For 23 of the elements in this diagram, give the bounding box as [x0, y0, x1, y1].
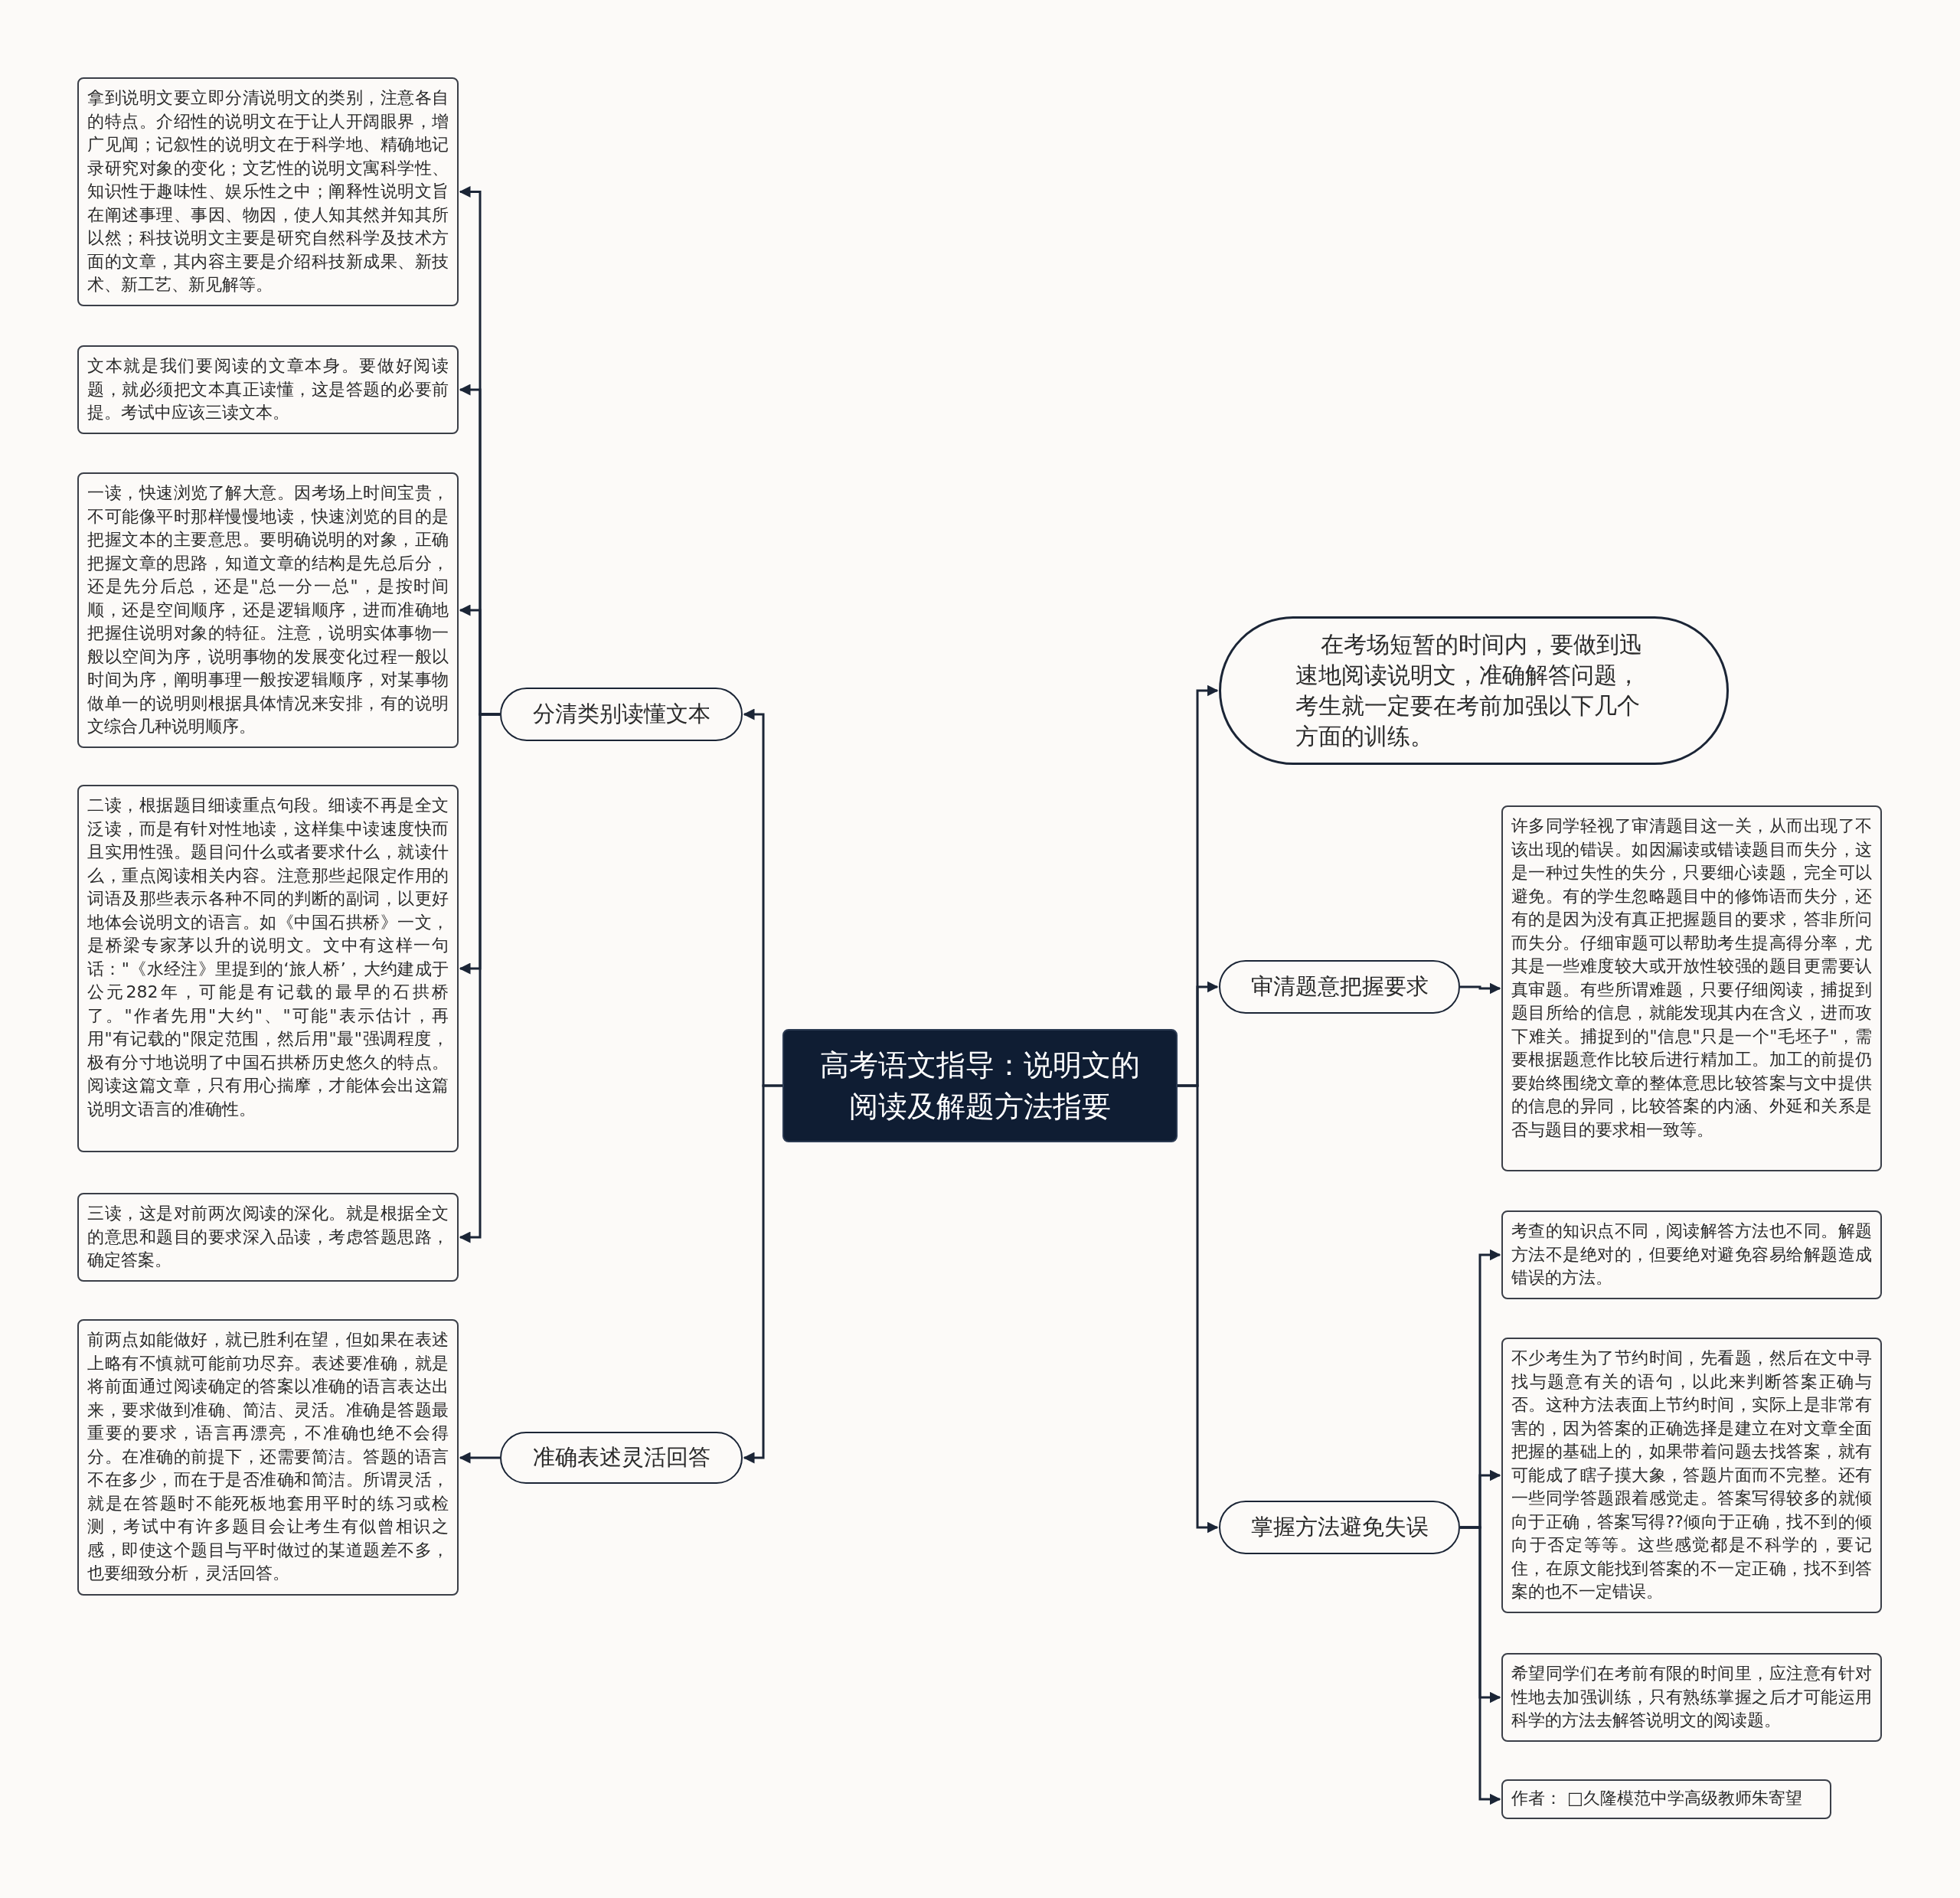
- note-card: 三读，这是对前两次阅读的深化。就是根据全文的意思和题目的要求深入品读，考虑答题思路，确定答案。: [77, 1193, 459, 1282]
- note-card: 一读，快速浏览了解大意。因考场上时间宝贵，不可能像平时那样慢慢地读，快速浏览的目的是把握文本的主要意思。要明确说明的对象，正确把握文章的思路，知道文章的结构是先总后分，还是先分后总，还是"总一分一总"，是按时间顺，还是空间顺序，还是逻辑顺序，进而准确地把握住说明对象的特征。注意，说明实体事物一般以空间为序，说明事物的发展变化过程一般以时间为序，阐明事理一般按逻辑顺序，对某事物做单一的说明则根据具体情况来安排，有的说明文综合几种说明顺序。: [77, 472, 459, 748]
- note-card: 希望同学们在考前有限的时间里，应注意有针对性地去加强训练，只有熟练掌握之后才可能运用科学的方法去解答说明文的阅读题。: [1501, 1653, 1882, 1742]
- connector-arrow: [459, 713, 500, 1243]
- connector-arrow: [743, 1084, 782, 1464]
- note-card: 二读，根据题目细读重点句段。细读不再是全文泛读，而是有针对性地读，这样集中读速度快而且实用性强。题目问什么或者要求什么，就读什么，重点阅读相关内容。注意那些起限定作用的词语及那些表示各种不同的判断的副词，以更好地体会说明文的语言。如《中国石拱桥》一文，是桥梁专家茅以升的说明文。文中有这样一句话："《水经注》里提到的‘旅人桥’，大约建成于公元282年，可能是有记载的最早的石拱桥了。"作者先用"大约"、"可能"表示估计，再用"有记载的"限定范围，然后用"最"强调程度，极有分寸地说明了中国石拱桥历史悠久的特点。阅读这篇文章，只有用心揣摩，才能体会出这篇说明文语言的准确性。: [77, 785, 459, 1152]
- topic-pill: 分清类别读懂文本: [500, 688, 743, 741]
- note-card: 许多同学轻视了审清题目这一关，从而出现了不该出现的错误。如因漏读或错读题目而失分，这是一种过失性的失分，只要细心读题，完全可以避免。有的学生忽略题目中的修饰语而失分，还有的是因为没有真正把握题目的要求，答非所问而失分。仔细审题可以帮助考生提高得分率，尤其是一些难度较大或开放性较强的题目更需要认真审题。有些所谓难题，只要仔细阅读，捕捉到题目所给的信息，就能发现其内在含义，进而攻下难关。捕捉到的"信息"只是一个"毛坯子"，需要根据题意作比较后进行精加工。加工的前提仍要始终围绕文章的整体意思比较答案与文中提供的信息的异同，比较答案的内涵、外延和关系是否与题目的要求相一致等。: [1501, 805, 1882, 1171]
- note-card: 拿到说明文要立即分清说明文的类别，注意各自的特点。介绍性的说明文在于让人开阔眼界，增广见闻；记叙性的说明文在于科学地、精确地记录研究对象的变化；文艺性的说明文寓科学性、知识性于趣味性、娱乐性之中；阐释性说明文旨在阐述事理、事因、物因，使人知其然并知其所以然；科技说明文主要是研究自然科学及技术方面的文章，其内容主要是介绍科技新成果、新技术、新工艺、新见解等。: [77, 77, 459, 306]
- connector-arrow: [1460, 982, 1501, 995]
- note-card: 考查的知识点不同，阅读解答方法也不同。解题方法不是绝对的，但要绝对避免容易给解题造成错误的方法。: [1501, 1210, 1882, 1299]
- topic-pill: 准确表述灵活回答: [500, 1432, 743, 1484]
- intro-bubble: 在考场短暂的时间内，要做到迅速地阅读说明文，准确解答问题，考生就一定要在考前加强以下几个方面的训练。: [1219, 616, 1729, 765]
- note-card: 文本就是我们要阅读的文章本身。要做好阅读题，就必须把文本真正读懂，这是答题的必要前提。考试中应该三读文本。: [77, 345, 459, 434]
- connector-arrow: [1460, 1526, 1501, 1805]
- connector-arrow: [459, 1452, 500, 1464]
- note-card: 不少考生为了节约时间，先看题，然后在文中寻找与题意有关的语句，以此来判断答案正确与否。这种方法表面上节约时间，实际上是非常有害的，因为答案的正确选择是建立在对文章全面把握的基础上的，如果带着问题去找答案，就有可能成了瞎子摸大象，答题片面而不完整。还有一些同学答题跟着感觉走。答案写得较多的就倾向于正确，答案写得??倾向于正确，找不到的倾向于否定等等。这些感觉都是不科学的，要记住，在原文能找到答案的不一定正确，找不到答案的也不一定错误。: [1501, 1338, 1882, 1613]
- connector-arrow: [1178, 1084, 1219, 1534]
- note-card: 前两点如能做好，就已胜利在望，但如果在表述上略有不慎就可能前功尽弃。表述要准确，就是将前面通过阅读确定的答案以准确的语言表达出来，要求做到准确、简洁、灵活。准确是答题最重要的要求，语言再漂亮，不准确也绝不会得分。在准确的前提下，还需要简洁。答题的语言不在多少，而在于是否准确和简洁。所谓灵活，就是在答题时不能死板地套用平时的练习或检测，考试中有许多题目会让考生有似曾相识之感，即使这个题目与平时做过的某道题差不多，也要细致分析，灵活回答。: [77, 1319, 459, 1596]
- topic-pill: 掌握方法避免失误: [1219, 1501, 1460, 1554]
- note-card: 作者： □久隆模范中学高级教师朱寄望: [1501, 1779, 1831, 1819]
- topic-pill: 审清题意把握要求: [1219, 960, 1460, 1014]
- central-topic-box: 高考语文指导：说明文的阅读及解题方法指要: [782, 1029, 1178, 1142]
